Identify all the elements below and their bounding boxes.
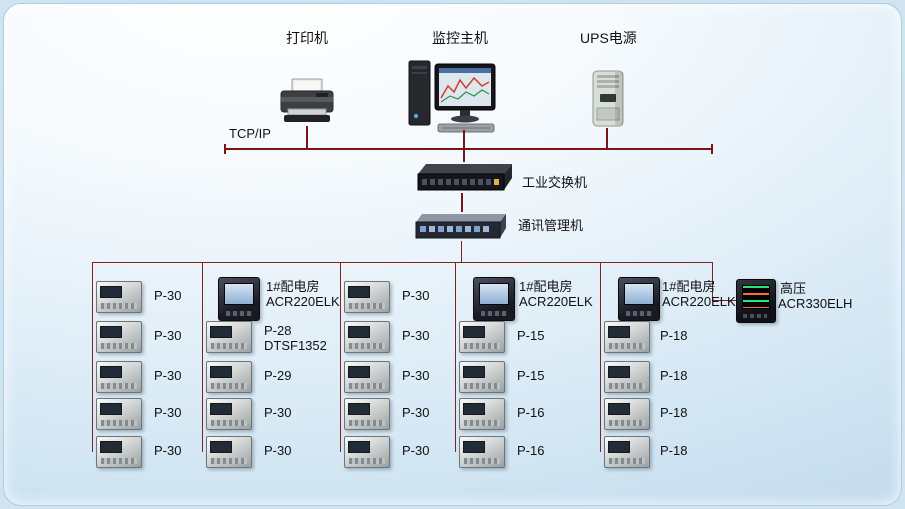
meter-icon [206,436,252,468]
hv-panel-meter-icon [736,279,776,323]
meter-icon [604,321,650,353]
meter-label: P-30 [402,288,430,303]
meter-icon [344,361,390,393]
meter-icon [459,398,505,430]
bus-to-switch-line [463,150,465,162]
meter-label: P-16 [517,405,545,420]
ups-label: UPS电源 [580,30,637,46]
meter-icon [459,436,505,468]
meter-label: P-30 [402,368,430,383]
tcpip-bus-left-tick [224,144,226,154]
meter-label: P-16 [517,443,545,458]
meter-icon [206,321,252,353]
meter-sublabel: DTSF1352 [264,338,327,353]
meter-icon [604,361,650,393]
column-line-5 [600,262,601,452]
hv-model-label: ACR330ELH [778,296,853,311]
meter-label: P-15 [517,368,545,383]
column-line-2 [202,262,203,452]
column-line-3 [340,262,341,452]
ups-icon [592,70,624,127]
acr-panel-meter-icon [218,277,260,321]
industrial-switch-icon [417,164,512,191]
industrial-switch-label: 工业交换机 [522,175,588,190]
meter-label: P-30 [264,443,292,458]
hv-branch-stub-line [712,300,738,301]
meter-label: P-30 [402,405,430,420]
meter-icon [344,281,390,313]
distribution-bus-line [92,262,712,263]
model-label: ACR220ELK [519,294,593,309]
model-label: ACR220ELK [662,294,736,309]
meter-icon [604,398,650,430]
meter-label: P-29 [264,368,292,383]
column-line-4 [455,262,456,452]
acr-panel-meter-icon [618,277,660,321]
meter-label: P-30 [154,328,182,343]
site-label: 1#配电房 [519,279,573,294]
host-label: 监控主机 [432,30,488,46]
hv-label: 高压 [780,281,807,296]
meter-label: P-30 [154,368,182,383]
comm-gateway-label: 通讯管理机 [518,218,584,233]
comm-gateway-icon [415,214,506,239]
meter-label: P-18 [660,328,688,343]
host-drop-line [463,130,465,148]
printer-drop-line [306,126,308,148]
meter-icon [96,361,142,393]
ups-drop-line [606,128,608,148]
meter-icon [96,321,142,353]
meter-label: P-30 [402,328,430,343]
host-computer-icon [408,60,496,133]
column-line-1 [92,262,93,452]
meter-icon [96,436,142,468]
meter-label: P-30 [264,405,292,420]
meter-label: P-28 [264,323,292,338]
meter-label: P-30 [154,405,182,420]
site-label: 1#配电房 [662,279,716,294]
tcpip-bus-line [225,148,713,150]
meter-icon [604,436,650,468]
gateway-to-bus-line [461,241,462,262]
tcpip-label: TCP/IP [229,126,271,141]
meter-icon [344,436,390,468]
meter-label: P-18 [660,405,688,420]
model-label: ACR220ELK [266,294,340,309]
printer-label: 打印机 [286,30,328,46]
hv-branch-drop-line [712,262,713,301]
meter-icon [459,361,505,393]
meter-icon [344,321,390,353]
meter-label: P-18 [660,368,688,383]
meter-icon [96,398,142,430]
meter-label: P-30 [402,443,430,458]
meter-label: P-15 [517,328,545,343]
meter-label: P-18 [660,443,688,458]
tcpip-bus-right-tick [711,144,713,154]
meter-icon [96,281,142,313]
meter-icon [459,321,505,353]
printer-icon [280,78,334,122]
meter-label: P-30 [154,443,182,458]
site-label: 1#配电房 [266,279,320,294]
acr-panel-meter-icon [473,277,515,321]
meter-icon [206,361,252,393]
switch-to-gateway-line [461,193,463,212]
meter-icon [344,398,390,430]
meter-icon [206,398,252,430]
meter-label: P-30 [154,288,182,303]
